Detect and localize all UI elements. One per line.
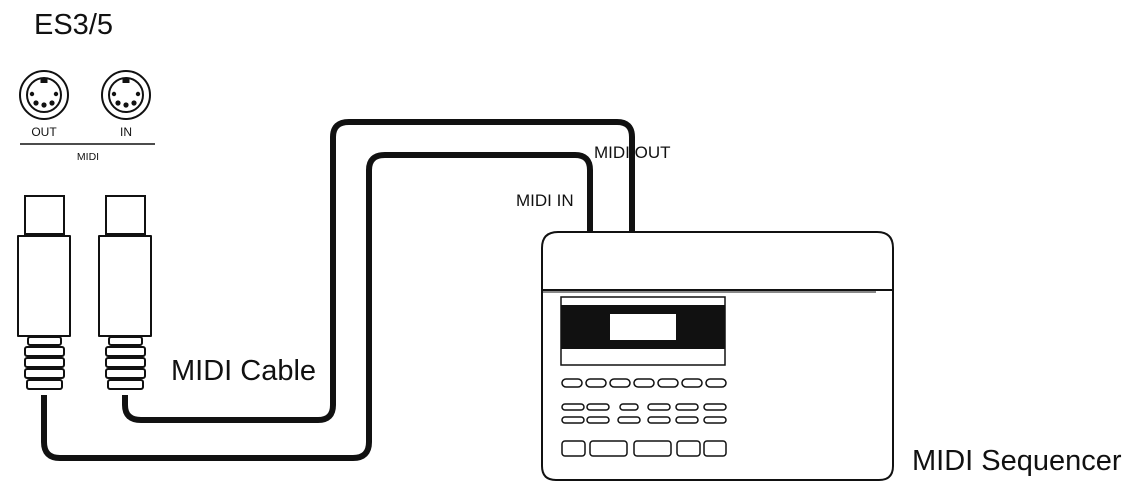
sequencer-key-row-4: [561, 440, 727, 457]
sequencer-display: [560, 296, 726, 366]
sequencer-key-row-2: [561, 403, 727, 411]
midi-out-jack: [19, 70, 69, 120]
sequencer-key-row-1: [561, 378, 727, 388]
midi-plug-right: [98, 195, 152, 390]
midi-group-label: MIDI: [77, 151, 99, 163]
midi-sequencer: [541, 231, 894, 481]
sequencer-label: MIDI Sequencer: [912, 445, 1122, 477]
midi-in-jack: [101, 70, 151, 120]
cable-out-to-midi-in: [41, 152, 593, 461]
port-label-out: OUT: [31, 125, 57, 139]
sequencer-key-row-3: [561, 416, 727, 424]
cable-in-to-midi-out: [122, 119, 635, 423]
cable-label: MIDI Cable: [171, 355, 316, 387]
port-label-in: IN: [120, 125, 132, 139]
device-title: ES3/5: [34, 9, 113, 41]
seq-port-label-midi-out: MIDI OUT: [594, 143, 671, 162]
midi-plug-left: [17, 195, 71, 390]
seq-port-label-midi-in: MIDI IN: [516, 191, 574, 210]
